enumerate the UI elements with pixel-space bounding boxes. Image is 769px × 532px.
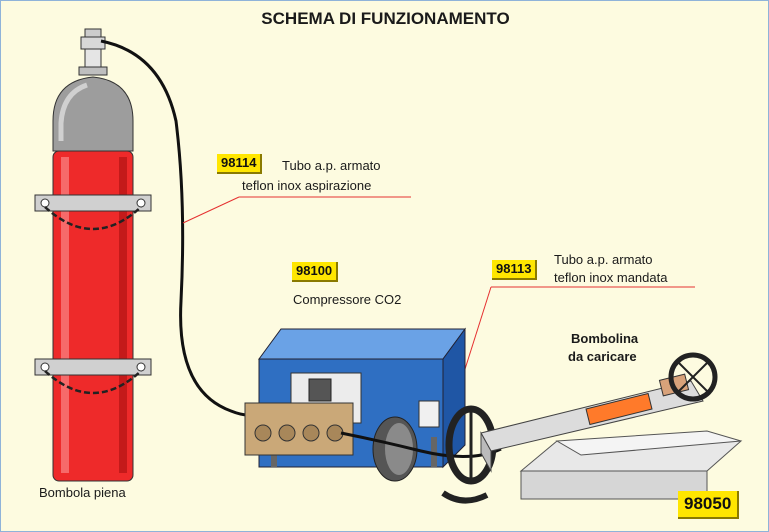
gas-cylinder: [52, 28, 134, 482]
label-compressor: Compressore CO2: [293, 292, 402, 307]
code-badge-98050: 98050: [678, 491, 740, 519]
label-98114-line2: teflon inox aspirazione: [242, 178, 372, 193]
code-badge-98100: 98100: [292, 262, 339, 282]
label-bombolina: Bombolina: [571, 331, 639, 346]
delivery-hose: [340, 431, 502, 458]
label-98114-line1: Tubo a.p. armato: [282, 158, 381, 173]
label-98113-line1: Tubo a.p. armato: [554, 252, 653, 267]
label-da-caricare: da caricare: [568, 349, 637, 364]
suction-hose: [100, 39, 265, 417]
diagram-title: SCHEMA DI FUNZIONAMENTO: [261, 9, 510, 28]
label-98113-line2: teflon inox mandata: [554, 270, 668, 285]
code-badge-98114: 98114: [217, 154, 263, 174]
code-badge-98113: 98113: [492, 260, 538, 280]
label-bombola-piena: Bombola piena: [39, 485, 126, 500]
wall-brackets: [34, 194, 152, 395]
filling-station: [480, 352, 743, 500]
compressor-unit: [244, 327, 466, 482]
leader-line-98114: [182, 196, 240, 224]
